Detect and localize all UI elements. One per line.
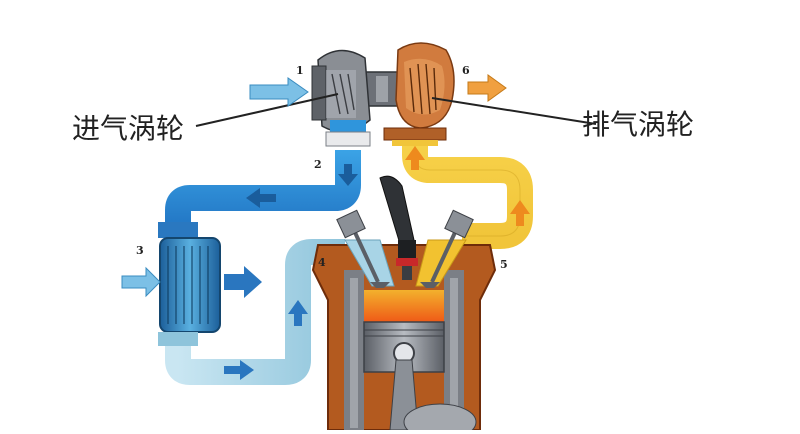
exhaust-valve bbox=[420, 209, 474, 288]
marker-3: 3 bbox=[136, 244, 144, 257]
arrow-icon bbox=[121, 266, 161, 298]
exhaust-turbine-housing bbox=[383, 42, 455, 146]
exhaust-label-leader bbox=[431, 97, 597, 125]
arrow-icon bbox=[510, 200, 530, 226]
arrow-icon bbox=[405, 146, 425, 170]
arrow-icon bbox=[224, 266, 262, 298]
intercooler bbox=[158, 222, 221, 346]
arrow-icon bbox=[249, 77, 309, 107]
turbocharger bbox=[311, 42, 455, 147]
marker-1: 1 bbox=[296, 64, 304, 77]
marker-5: 5 bbox=[500, 258, 508, 271]
piston bbox=[363, 321, 445, 373]
compressor-housing bbox=[311, 49, 371, 147]
intake-turbine-label: 进气涡轮 bbox=[72, 112, 184, 145]
arrow-icon bbox=[338, 164, 358, 186]
arrow-icon bbox=[467, 74, 507, 102]
intake-label-leader bbox=[195, 93, 339, 127]
boost-pipe-cooled bbox=[165, 239, 345, 385]
intake-valve bbox=[336, 209, 390, 288]
marker-6: 6 bbox=[462, 64, 470, 77]
spark-plug-icon bbox=[379, 175, 418, 280]
arrow-icon bbox=[246, 188, 276, 208]
marker-2: 2 bbox=[314, 158, 322, 171]
exhaust-turbine-label: 排气涡轮 bbox=[582, 108, 694, 141]
arrow-icon bbox=[224, 360, 254, 380]
combustion-chamber bbox=[364, 290, 444, 322]
arrow-icon bbox=[288, 300, 308, 326]
marker-4: 4 bbox=[318, 256, 326, 269]
